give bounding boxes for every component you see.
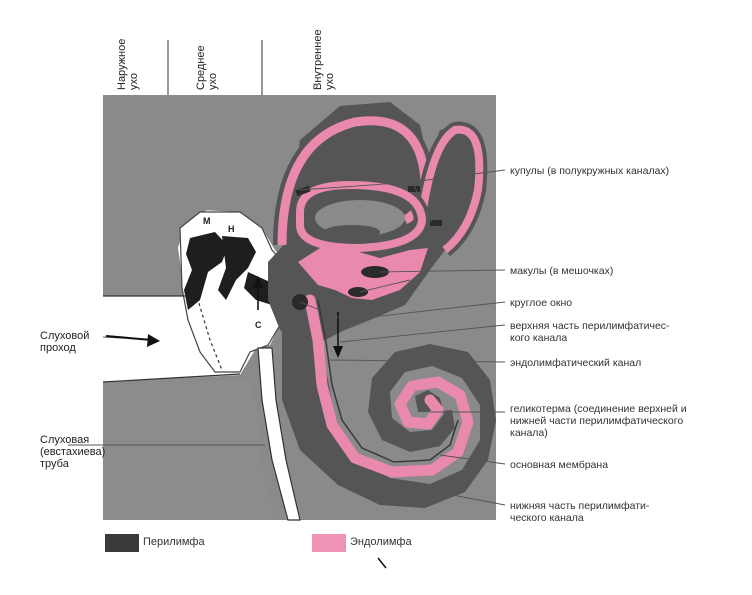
label-cupulae: купулы (в полукружных каналах) [510,165,669,177]
label-eustachian-tube: Слуховая (евстахиева) труба [40,434,105,470]
label-helicotrema: геликотерма (соединение верхней и нижней… [510,403,687,439]
lower-gray-region [103,380,275,520]
label-endolymphatic-canal: эндолимфатический канал [510,357,641,369]
label-inner-ear: Внутреннее ухо [312,29,336,90]
label-malleus-m: М [203,216,211,226]
label-maculae: макулы (в мешочках) [510,265,613,277]
artifact-mark [378,558,386,568]
label-round-window: круглое окно [510,297,572,309]
macula-saccule [348,287,368,297]
label-middle-ear: Среднее ухо [195,45,219,90]
label-incus-n: Н [228,224,235,234]
label-upper-perilymph-canal: верхняя часть перилимфатичес- кого канал… [510,320,670,344]
lateral-canal-inner [324,225,380,239]
label-ear-canal: Слуховой проход [40,330,89,354]
legend-swatch-endolymph [312,534,346,552]
legend-label-perilymph: Перилимфа [143,536,205,548]
label-stapes-s: С [255,320,262,330]
label-outer-ear: Наружное ухо [116,39,140,90]
legend-swatch-perilymph [105,534,139,552]
label-lower-perilymph-canal: нижняя часть перилимфати- ческого канала [510,500,649,524]
label-basilar-membrane: основная мембрана [510,459,608,471]
legend-label-endolymph: Эндолимфа [350,536,412,548]
